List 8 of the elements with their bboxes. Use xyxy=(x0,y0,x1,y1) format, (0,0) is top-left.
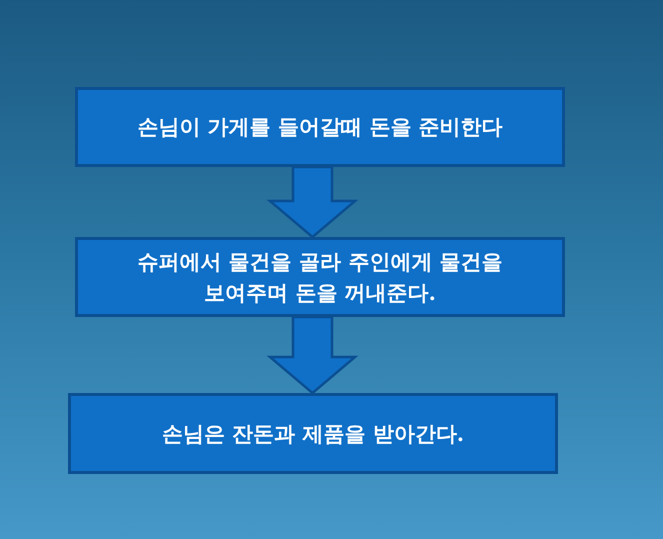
step-text: 슈퍼에서 물건을 골라 주인에게 물건을 보여주며 돈을 꺼내준다. xyxy=(136,248,504,307)
step-text: 손님이 가게를 들어갈때 돈을 준비한다 xyxy=(137,113,503,142)
process-box xyxy=(75,87,565,167)
process-box xyxy=(75,237,565,317)
block-arrow xyxy=(266,166,358,239)
block-arrow xyxy=(266,316,358,395)
step-text: 손님은 잔돈과 제품을 받아간다. xyxy=(162,420,464,448)
process-box xyxy=(68,393,558,474)
